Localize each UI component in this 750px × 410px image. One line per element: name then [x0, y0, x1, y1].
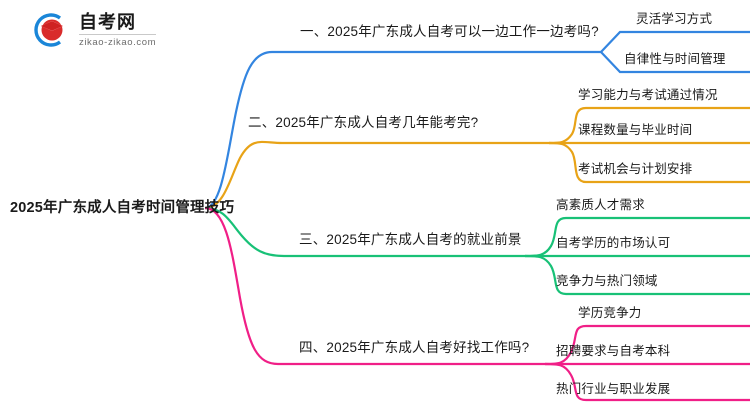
leaf-label-1-1[interactable]: 灵活学习方式: [636, 12, 713, 26]
leaf-label-4-2[interactable]: 招聘要求与自考本科: [556, 344, 671, 358]
connector-root-branch-2: [204, 140, 549, 210]
site-logo: 自考网 zikao-zikao.com: [30, 10, 157, 50]
logo-title: 自考网: [79, 13, 157, 35]
graduation-cap-logo-icon: [30, 10, 70, 50]
branch-label-4[interactable]: 四、2025年广东成人自考好找工作吗?: [299, 340, 530, 355]
mindmap-root-node[interactable]: 2025年广东成人自考时间管理技巧: [10, 200, 235, 216]
leaf-label-3-1[interactable]: 高素质人才需求: [556, 198, 645, 212]
leaf-label-2-2[interactable]: 课程数量与毕业时间: [578, 123, 693, 137]
leaf-label-1-2[interactable]: 自律性与时间管理: [624, 52, 726, 66]
branch-label-2[interactable]: 二、2025年广东成人自考几年能考完?: [248, 115, 479, 130]
logo-url: zikao-zikao.com: [79, 36, 157, 48]
leaf-label-2-3[interactable]: 考试机会与计划安排: [578, 162, 693, 176]
leaf-label-4-3[interactable]: 热门行业与职业发展: [556, 382, 671, 396]
leaf-label-2-1[interactable]: 学习能力与考试通过情况: [578, 88, 718, 102]
branch-label-1[interactable]: 一、2025年广东成人自考可以一边工作一边考吗?: [300, 24, 599, 39]
leaf-label-3-3[interactable]: 竞争力与热门领域: [556, 274, 658, 288]
leaf-label-3-2[interactable]: 自考学历的市场认可: [556, 236, 671, 250]
leaf-label-4-1[interactable]: 学历竞争力: [578, 306, 642, 320]
branch-label-3[interactable]: 三、2025年广东成人自考的就业前景: [299, 232, 522, 247]
